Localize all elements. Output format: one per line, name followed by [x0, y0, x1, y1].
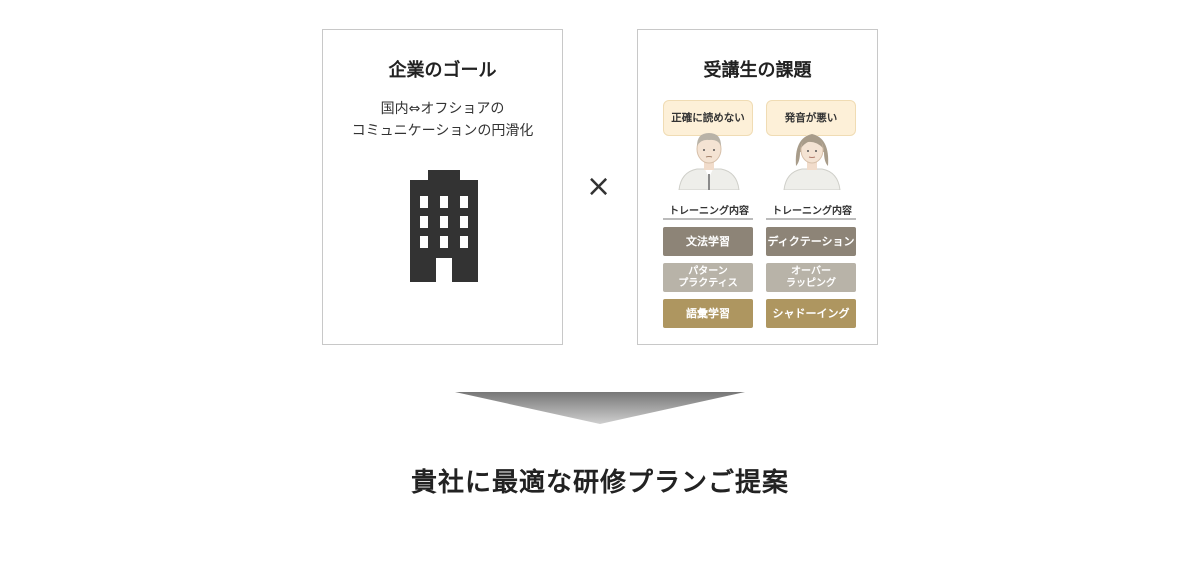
chip-label-line1: オーバー	[791, 265, 831, 277]
goal-description: 国内⇔オフショアの コミュニケーションの円滑化	[323, 98, 562, 142]
goal-box: 企業のゴール 国内⇔オフショアの コミュニケーションの円滑化	[322, 29, 563, 345]
conclusion-text: 貴社に最適な研修プランご提案	[410, 468, 789, 498]
training-chip-dictation: ディクテーション	[766, 227, 856, 256]
down-arrow-icon	[455, 392, 745, 424]
chip-label: 文法学習	[686, 234, 730, 248]
building-icon	[410, 170, 478, 282]
goal-desc-line2: コミュニケーションの円滑化	[351, 123, 534, 139]
goal-title: 企業のゴール	[388, 60, 497, 81]
chip-label: シャドーイング	[772, 306, 850, 320]
training-chip-overlapping: オーバー ラッピング	[766, 263, 856, 292]
male-person-icon	[678, 133, 740, 190]
training-chip-shadowing: シャドーイング	[766, 299, 856, 328]
issue-box: 受講生の課題 正確に読めない トレーニング内容 文法学習 パターン プラクティス…	[637, 29, 878, 345]
issue-title: 受講生の課題	[703, 60, 812, 81]
divider	[766, 218, 856, 220]
chip-label: 語彙学習	[686, 306, 730, 320]
training-chip-vocabulary: 語彙学習	[663, 299, 753, 328]
training-label: トレーニング内容	[669, 206, 749, 217]
chip-label-line1: パターン	[688, 265, 728, 277]
training-chip-pattern-practice: パターン プラクティス	[663, 263, 753, 292]
training-chip-grammar: 文法学習	[663, 227, 753, 256]
chip-label: ディクテーション	[767, 234, 855, 248]
multiply-sign: ×	[586, 169, 612, 204]
chip-label-line2: プラクティス	[678, 277, 738, 289]
goal-desc-line1: 国内⇔オフショアの	[380, 101, 505, 117]
chip-label-line2: ラッピング	[786, 277, 836, 289]
female-person-icon	[783, 134, 841, 190]
divider	[663, 218, 753, 220]
training-label: トレーニング内容	[772, 206, 852, 217]
